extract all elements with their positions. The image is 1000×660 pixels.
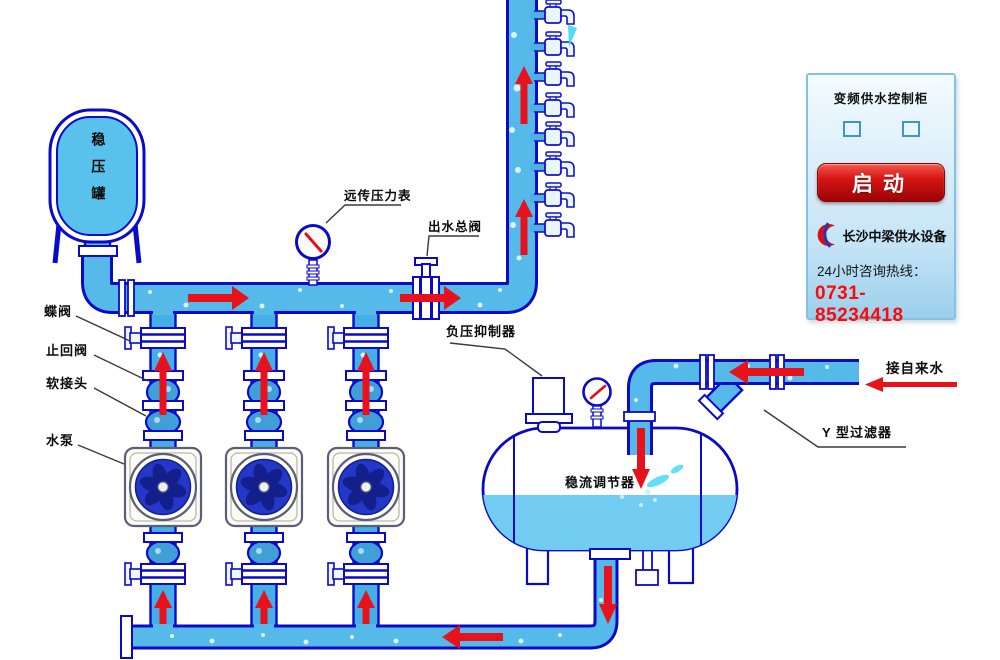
- faucet-row: [529, 0, 577, 238]
- hotline-phone-number: 0731-85234418: [815, 283, 904, 326]
- flow-arrows: [188, 66, 957, 649]
- label-tap-water-inlet: 接自来水: [886, 361, 944, 376]
- start-button[interactable]: 启动: [817, 163, 945, 202]
- label-butterfly-valve: 蝶阀: [44, 304, 73, 319]
- remote-pressure-gauge-icon: [295, 224, 331, 286]
- hotline-label: 24小时咨询热线：: [817, 264, 927, 279]
- water-spray: [568, 25, 577, 47]
- flow-regulator-tank: [481, 426, 739, 586]
- cabinet-title: 变频供水控制柜: [833, 92, 929, 106]
- pump-branch-3: [326, 304, 406, 634]
- indicator-lamp-right: [901, 121, 920, 137]
- control-cabinet-panel: 变频供水控制柜 启动 长沙中梁供水设备 24小时咨询热线： 0731-85234…: [806, 73, 956, 326]
- pump-branch-1: [123, 304, 203, 634]
- brand-name: 长沙中梁供水设备: [842, 228, 947, 244]
- tank-pressure-gauge-icon: [582, 377, 612, 428]
- label-pressure-tank: 稳压罐: [90, 132, 107, 213]
- outlet-main-valve: [412, 257, 440, 320]
- pump-branch-2: [224, 304, 304, 634]
- label-remote-pressure-gauge: 远传压力表: [344, 189, 412, 203]
- leader-lines: [75, 204, 906, 465]
- indicator-lamp-left: [842, 121, 861, 137]
- leader-water-pump: [77, 444, 125, 465]
- leader-remote-gauge: [325, 204, 401, 224]
- negative-pressure-suppressor: [525, 377, 573, 433]
- main-header-and-riser-pipe: [81, 0, 538, 317]
- label-check-valve: 止回阀: [46, 343, 89, 358]
- label-negative-pressure-suppressor: 负压抑制器: [446, 324, 517, 339]
- pressure-tank-vessel: [48, 108, 146, 264]
- tank-water: [483, 495, 737, 550]
- leader-y-filter: [763, 409, 906, 448]
- label-flexible-joint: 软接头: [46, 376, 89, 391]
- brand-logo-icon: [818, 222, 836, 248]
- bottom-header-pipe: [120, 553, 619, 659]
- label-flow-regulator: 稳流调节器: [565, 475, 636, 490]
- label-outlet-main-valve: 出水总阀: [428, 220, 483, 234]
- leader-outlet-valve: [426, 235, 479, 257]
- indicator-row: [808, 121, 954, 137]
- leader-flexible-joint: [93, 387, 147, 417]
- leader-butterfly-valve: [75, 315, 131, 342]
- label-water-pump: 水泵: [46, 433, 75, 448]
- water-splash: [620, 464, 684, 507]
- leader-suppressor: [449, 342, 543, 377]
- pipe-bubbles: [148, 32, 522, 309]
- leader-check-valve: [93, 354, 149, 382]
- label-y-type-filter: Y 型过滤器: [822, 425, 893, 440]
